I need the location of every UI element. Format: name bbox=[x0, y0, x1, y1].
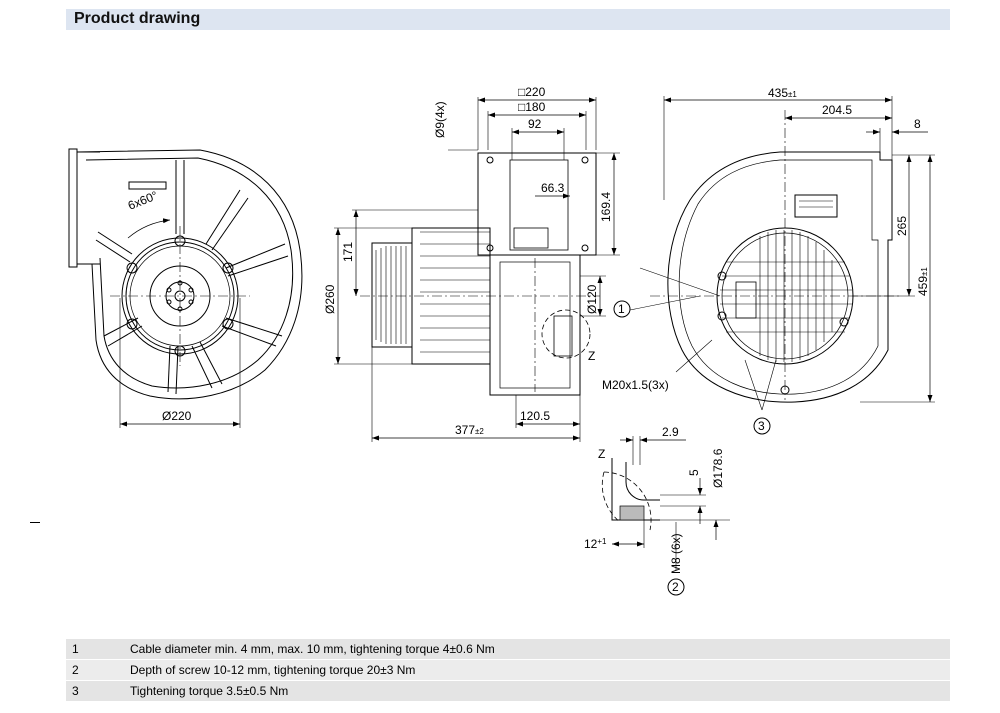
rear-view bbox=[613, 96, 935, 435]
front-view bbox=[68, 148, 303, 428]
label-8: 8 bbox=[914, 117, 921, 131]
label-12: 12+1 bbox=[584, 537, 607, 551]
label-459: 459±1 bbox=[916, 267, 930, 296]
section-header: Product drawing bbox=[66, 9, 950, 30]
section-title: Product drawing bbox=[74, 10, 201, 27]
table-row: 2 Depth of screw 10-12 mm, tightening to… bbox=[66, 659, 950, 681]
callout-3: 3 bbox=[758, 419, 765, 433]
label-sq220: □220 bbox=[518, 85, 546, 99]
margin-mark bbox=[30, 522, 40, 523]
note-number: 3 bbox=[66, 680, 124, 702]
label-dia120: Ø120 bbox=[585, 284, 599, 314]
label-angle: 6x60° bbox=[126, 188, 160, 213]
label-dia260: Ø260 bbox=[323, 284, 337, 314]
label-204: 204.5 bbox=[822, 103, 852, 117]
label-5: 5 bbox=[687, 469, 701, 476]
notes-table: 1 Cable diameter min. 4 mm, max. 10 mm, … bbox=[66, 639, 950, 702]
label-66: 66.3 bbox=[541, 181, 565, 195]
table-row: 3 Tightening torque 3.5±0.5 Nm bbox=[66, 680, 950, 702]
label-171: 171 bbox=[341, 242, 355, 262]
callout-2: 2 bbox=[672, 580, 679, 594]
note-text: Cable diameter min. 4 mm, max. 10 mm, ti… bbox=[124, 639, 950, 660]
label-120-5: 120.5 bbox=[520, 409, 550, 423]
label-z-detail: Z bbox=[598, 447, 605, 461]
label-m8: M8 (6x) bbox=[669, 533, 683, 574]
motor-fins bbox=[375, 231, 490, 353]
note-text: Tightening torque 3.5±0.5 Nm bbox=[124, 680, 950, 702]
callout-1: 1 bbox=[618, 302, 625, 316]
label-2-9: 2.9 bbox=[662, 425, 679, 439]
note-number: 2 bbox=[66, 659, 124, 681]
label-m20: M20x1.5(3x) bbox=[602, 378, 669, 392]
label-dia178: Ø178.6 bbox=[711, 448, 725, 488]
note-text: Depth of screw 10-12 mm, tightening torq… bbox=[124, 659, 950, 681]
label-hole9: Ø9(4x) bbox=[433, 101, 447, 138]
note-number: 1 bbox=[66, 639, 124, 660]
label-92: 92 bbox=[528, 117, 542, 131]
label-377: 377±2 bbox=[455, 423, 484, 437]
label-169: 169.4 bbox=[599, 192, 613, 222]
table-row: 1 Cable diameter min. 4 mm, max. 10 mm, … bbox=[66, 639, 950, 660]
label-sq180: □180 bbox=[518, 100, 546, 114]
side-view bbox=[334, 97, 620, 442]
detail-z bbox=[601, 436, 730, 596]
label-dia220: Ø220 bbox=[162, 409, 192, 423]
label-435: 435±1 bbox=[768, 86, 797, 100]
label-z-side: Z bbox=[588, 349, 595, 363]
label-265: 265 bbox=[895, 216, 909, 236]
